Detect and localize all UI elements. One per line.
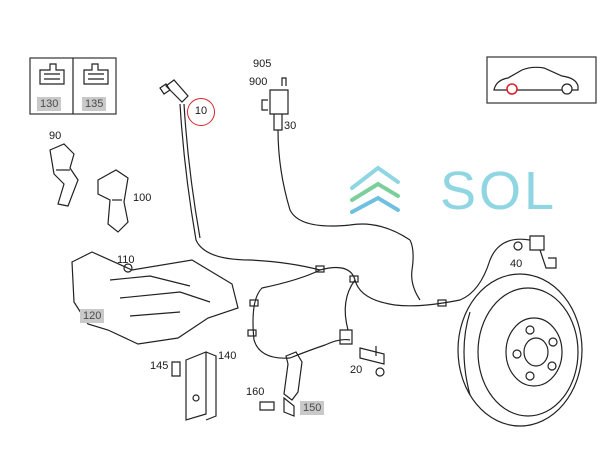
connector-40 <box>513 235 557 269</box>
part-20 <box>339 329 385 377</box>
car-inset-box <box>486 56 597 104</box>
label-part-900: 900 <box>249 76 268 88</box>
car-side-icon <box>493 66 579 95</box>
label-part-145: 145 <box>150 360 169 372</box>
connector-135-icon <box>83 63 109 85</box>
label-part-140: 140 <box>218 350 237 362</box>
label-part-40: 40 <box>510 258 523 270</box>
label-part-150: 150 <box>300 401 325 415</box>
sensor-30 <box>261 77 411 241</box>
shield-120 <box>71 251 239 345</box>
label-part-90: 90 <box>49 130 62 142</box>
brake-disc <box>457 273 583 427</box>
sol-stripes-icon <box>350 165 400 214</box>
bracket-140 <box>171 351 217 421</box>
wheel-speed-sensor-10 <box>159 79 321 271</box>
bracket-150 <box>259 351 303 417</box>
label-part-905: 905 <box>253 58 272 70</box>
label-part-120: 120 <box>80 309 105 323</box>
label-part-30: 30 <box>284 120 297 132</box>
label-part-130: 130 <box>37 97 62 111</box>
label-part-100: 100 <box>133 192 152 204</box>
label-part-160: 160 <box>246 386 265 398</box>
bracket-90 <box>49 143 79 207</box>
label-part-20: 20 <box>350 364 363 376</box>
bracket-100 <box>97 169 129 233</box>
brand-logo-text: SOL <box>440 161 558 221</box>
label-part-135: 135 <box>82 97 107 111</box>
connector-130-icon <box>39 63 65 85</box>
label-part-10: 10 <box>187 98 215 126</box>
main-harness <box>319 238 531 307</box>
label-part-110: 110 <box>117 254 135 266</box>
